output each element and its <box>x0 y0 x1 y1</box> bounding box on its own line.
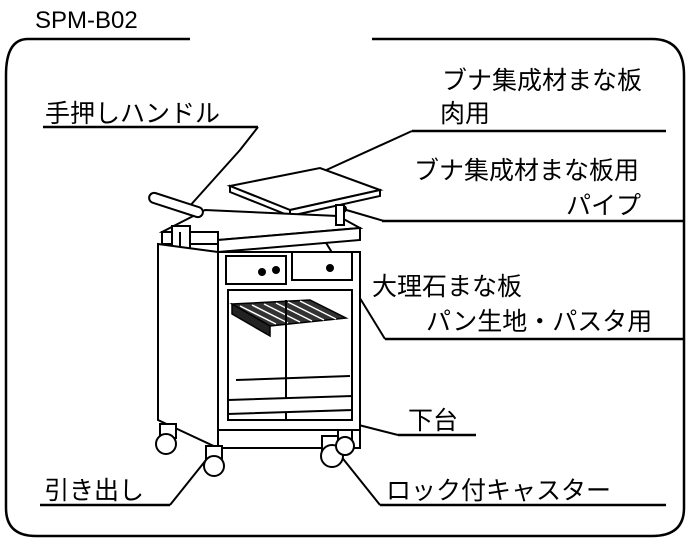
label-board-meat-line2: 肉用 <box>440 99 491 128</box>
cart-illustration <box>148 166 384 477</box>
label-marble-line1: 大理石まな板 <box>372 272 523 301</box>
frame-border <box>4 37 686 538</box>
pipe <box>335 204 345 226</box>
handle <box>148 191 204 219</box>
label-marble-line2: パン生地・パスタ用 <box>426 307 653 336</box>
drawer-rack <box>229 299 349 338</box>
wood-board <box>226 166 384 212</box>
label-board-pipe-line2: パイプ <box>566 191 642 220</box>
label-handle: 手押しハンドル <box>45 99 221 128</box>
casters <box>155 423 355 477</box>
lower-shelf <box>227 394 353 416</box>
label-drawer: 引き出し <box>44 476 145 505</box>
label-lower-shelf: 下台 <box>408 406 459 435</box>
label-underlines <box>40 125 684 507</box>
model-code: SPM-B02 <box>35 7 138 34</box>
label-board-meat-line1: ブナ集成材まな板 <box>442 66 643 95</box>
label-caster: ロック付キャスター <box>386 476 612 505</box>
label-board-pipe-line1: ブナ集成材まな板用 <box>414 156 640 185</box>
drawer-front <box>225 255 287 285</box>
